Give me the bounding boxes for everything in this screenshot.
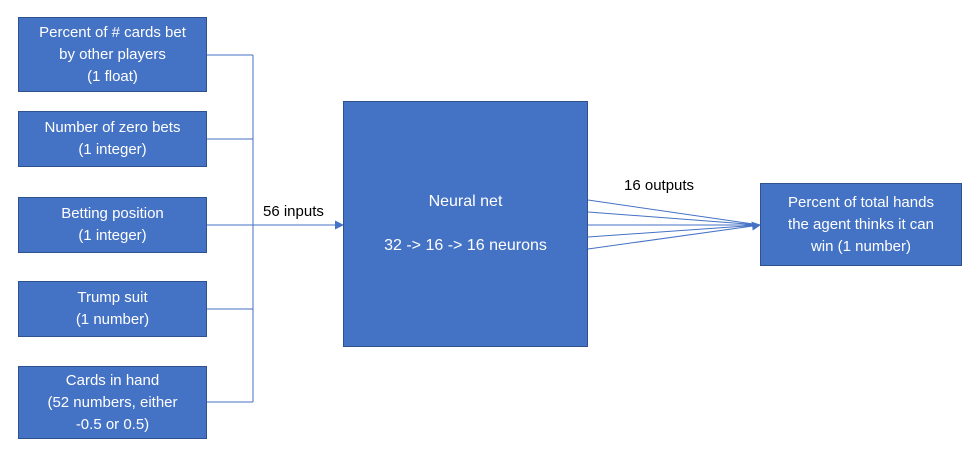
output-box-line: the agent thinks it can [788, 215, 934, 233]
input-box-line: Percent of # cards bet [39, 23, 186, 41]
input-box-line: Cards in hand [65, 371, 160, 389]
output-box-line: Percent of total hands [788, 193, 934, 211]
input-box-line: (1 float) [87, 67, 138, 85]
input-box-line: (52 numbers, either [47, 393, 178, 411]
input-box-trump-suit: Trump suit (1 number) [18, 281, 207, 337]
outputs-label: 16 outputs [624, 177, 695, 194]
neural-net-title: Neural net [428, 193, 503, 210]
input-box-line: Number of zero bets [44, 119, 181, 136]
input-box-line: Trump suit [77, 289, 148, 306]
output-box: Percent of total hands the agent thinks … [760, 183, 962, 266]
inputs-label: 56 inputs [263, 203, 324, 220]
input-box-line: (1 number) [75, 311, 150, 328]
neural-net-layers: 32 -> 16 -> 16 neurons [384, 237, 547, 254]
output-box-line: win (1 number) [810, 237, 912, 255]
input-box-betting-position: Betting position (1 integer) [18, 197, 207, 253]
input-box-bet-percent: Percent of # cards bet by other players … [18, 17, 207, 92]
output-line-1 [587, 199, 761, 226]
input-box-line: (1 integer) [78, 227, 147, 244]
input-box-zero-bets: Number of zero bets (1 integer) [18, 111, 207, 167]
input-box-line: -0.5 or 0.5) [75, 415, 150, 433]
output-line-5 [587, 221, 761, 250]
input-box-cards-in-hand: Cards in hand (52 numbers, either -0.5 o… [18, 366, 207, 439]
output-line-4 [587, 224, 761, 238]
output-line-2 [587, 211, 761, 226]
input-box-line: Betting position [61, 205, 164, 222]
neural-net-box: Neural net 32 -> 16 -> 16 neurons [343, 101, 588, 347]
input-box-line: by other players [59, 45, 166, 63]
input-box-line: (1 integer) [78, 141, 147, 158]
